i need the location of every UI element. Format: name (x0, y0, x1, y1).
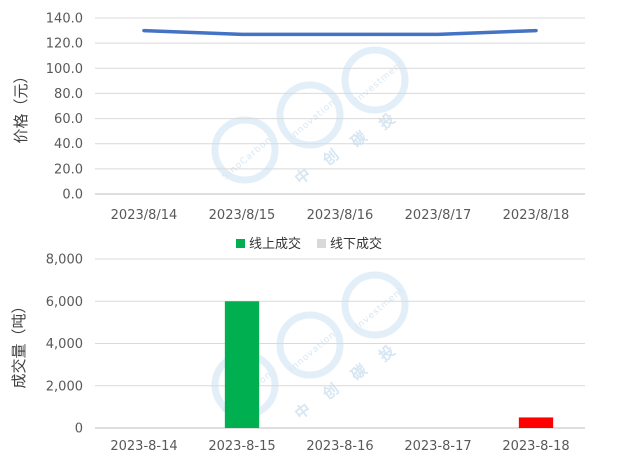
price-y-tick-label: 80.0 (54, 87, 83, 102)
price-line-chart: 0.0 20.0 40.0 60.0 80.0 100.0 120.0 140.0 2023/8… (12, 12, 585, 223)
legend-label: 线下成交 (330, 236, 382, 252)
price-x-tick-label: 2023/8/18 (503, 208, 570, 223)
volume-y-tick-label: 0 (75, 422, 83, 437)
watermark-cn-5: 中 (291, 400, 314, 423)
legend-label: 线上成交 (249, 236, 301, 252)
price-y-tick-label: 40.0 (54, 137, 83, 152)
volume-x-tick-label: 2023-8-14 (110, 439, 177, 454)
watermark-top: SinoCarbon Innovation Investment 中 创 碳 投 (211, 46, 409, 188)
price-y-tick-label: 0.0 (62, 188, 83, 203)
price-y-tick-label: 140.0 (46, 12, 83, 27)
price-y-axis-label: 价格（元） (12, 68, 30, 143)
price-x-tick-label: 2023/8/14 (111, 208, 178, 223)
price-y-tick-label: 120.0 (46, 37, 83, 52)
volume-y-tick-label: 8,000 (46, 253, 83, 268)
volume-x-tick-label: 2023-8-18 (502, 439, 569, 454)
volume-y-tick-label: 6,000 (46, 295, 83, 310)
watermark-cn-7: 碳 (347, 360, 371, 384)
price-x-tick-label: 2023/8/17 (405, 208, 472, 223)
volume-y-tick-label: 2,000 (46, 379, 83, 394)
volume-bar (224, 301, 260, 428)
volume-y-axis-label: 成交量（吨） (10, 298, 28, 388)
price-y-tick-label: 20.0 (54, 162, 83, 177)
legend-swatch (317, 239, 326, 248)
volume-bar-chart: 0 2,000 4,000 6,000 8,000 2023-8-14 2023-8-15 2… (10, 236, 585, 454)
price-x-tick-label: 2023/8/16 (307, 208, 374, 223)
legend-swatch (236, 239, 245, 248)
volume-y-tick-label: 4,000 (46, 337, 83, 352)
price-series-line (142, 28, 538, 37)
volume-x-tick-label: 2023-8-17 (404, 439, 471, 454)
volume-bar (518, 417, 554, 428)
volume-x-tick-label: 2023-8-15 (208, 439, 275, 454)
watermark-cn-8: 投 (375, 342, 398, 365)
watermark-cn-6: 创 (319, 380, 343, 404)
volume-x-tick-label: 2023-8-16 (306, 439, 373, 454)
watermark-cn-1: 中 (291, 165, 314, 188)
watermark-cn-3: 碳 (347, 127, 371, 151)
price-y-tick-label: 60.0 (54, 112, 83, 127)
watermark-cn-2: 创 (319, 146, 343, 170)
price-x-tick-label: 2023/8/15 (209, 208, 276, 223)
price-y-tick-label: 100.0 (46, 62, 83, 77)
